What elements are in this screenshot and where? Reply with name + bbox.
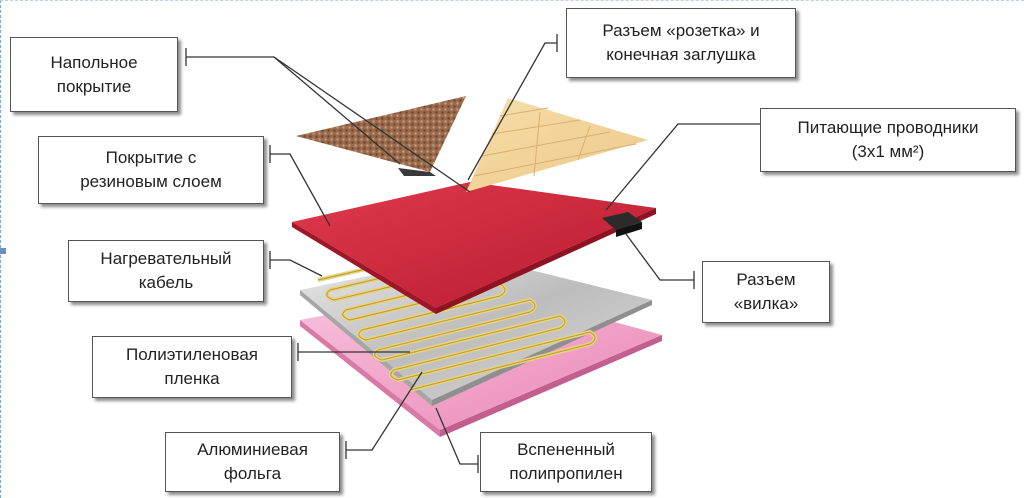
edge-marker [0,248,6,254]
leader-floor-covering-2 [273,56,471,193]
leader-supply [605,123,762,211]
label-foamed-polypropylene: Вспененный полипропилен [480,432,652,492]
leader-heating-cable [270,259,323,277]
label-heating-cable: Нагревательный кабель [68,240,264,302]
label-plug-connector: Разъем «вилка» [702,261,830,323]
label-supply-conductors: Питающие проводники (3х1 мм²) [760,108,1016,172]
leader-aluminum-foil [346,371,423,451]
page-edge-top [0,0,1024,2]
label-polyethylene-film: Полиэтиленовая пленка [92,336,292,398]
label-rubber-coating: Покрытие с резиновым слоем [38,136,264,204]
carpet-floor-covering [296,96,466,176]
parquet-floor-covering [466,98,648,192]
label-aluminum-foil: Алюминиевая фольга [165,432,340,492]
label-floor-covering: Напольное покрытие [10,37,178,112]
heating-cable [317,250,597,392]
plug-connector [602,212,642,237]
leader-polypropylene [435,407,478,465]
rubber-coating-layer [292,182,656,314]
label-socket-connector: Разъем «розетка» и конечная заглушка [566,8,796,78]
leader-rubber-coating [270,153,331,227]
leader-plug [625,233,694,281]
leader-socket [467,42,557,181]
